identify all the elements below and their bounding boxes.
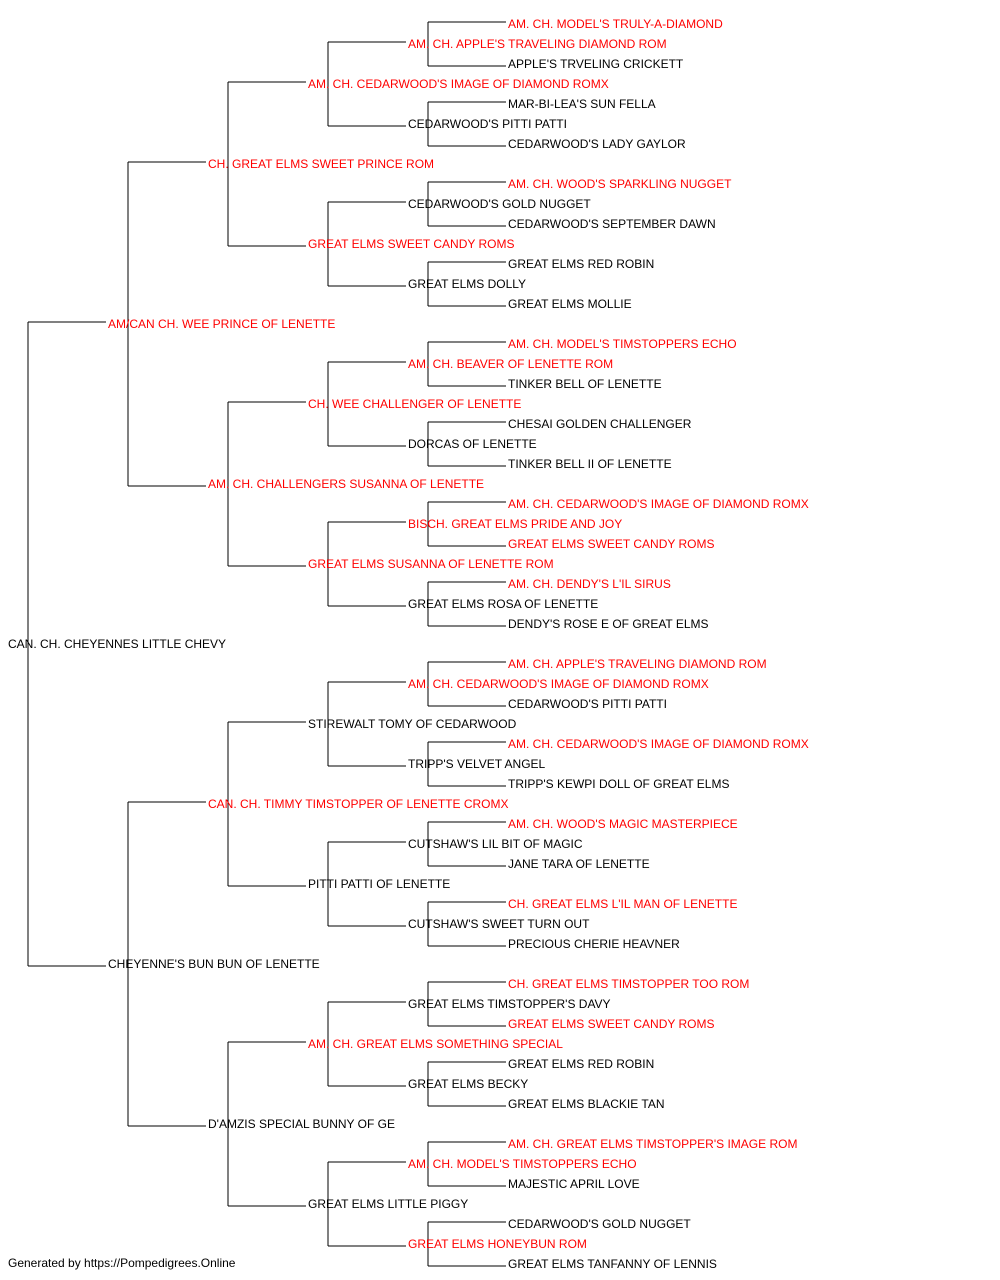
pedigree-entry: TRIPP'S KEWPI DOLL OF GREAT ELMS [508, 777, 729, 791]
pedigree-entry: PRECIOUS CHERIE HEAVNER [508, 937, 680, 951]
pedigree-entry: JANE TARA OF LENETTE [508, 857, 650, 871]
pedigree-entry: TINKER BELL OF LENETTE [508, 377, 662, 391]
pedigree-entry: AM. CH. CHALLENGERS SUSANNA OF LENETTE [208, 477, 484, 491]
pedigree-entry: GREAT ELMS TANFANNY OF LENNIS [508, 1257, 717, 1271]
pedigree-entry: MAJESTIC APRIL LOVE [508, 1177, 640, 1191]
pedigree-entry: GREAT ELMS BLACKIE TAN [508, 1097, 665, 1111]
pedigree-entry: GREAT ELMS DOLLY [408, 277, 526, 291]
pedigree-entry: TINKER BELL II OF LENETTE [508, 457, 672, 471]
pedigree-entry: CEDARWOOD'S PITTI PATTI [508, 697, 667, 711]
pedigree-entry: PITTI PATTI OF LENETTE [308, 877, 450, 891]
pedigree-entry: AM. CH. GREAT ELMS SOMETHING SPECIAL [308, 1037, 563, 1051]
pedigree-entry: GREAT ELMS SUSANNA OF LENETTE ROM [308, 557, 554, 571]
pedigree-entry: AM. CH. MODEL'S TRULY-A-DIAMOND [508, 17, 723, 31]
pedigree-entry: CEDARWOOD'S GOLD NUGGET [508, 1217, 691, 1231]
pedigree-entry: AM. CH. WOOD'S SPARKLING NUGGET [508, 177, 732, 191]
pedigree-entry: GREAT ELMS HONEYBUN ROM [408, 1237, 587, 1251]
pedigree-entry: GREAT ELMS RED ROBIN [508, 257, 654, 271]
pedigree-entry: GREAT ELMS MOLLIE [508, 297, 632, 311]
pedigree-entry: DENDY'S ROSE E OF GREAT ELMS [508, 617, 709, 631]
pedigree-entry: GREAT ELMS SWEET CANDY ROMS [308, 237, 514, 251]
pedigree-entry: GREAT ELMS ROSA OF LENETTE [408, 597, 598, 611]
pedigree-entry: CAN. CH. TIMMY TIMSTOPPER OF LENETTE CRO… [208, 797, 508, 811]
pedigree-entry: D'AMZIS SPECIAL BUNNY OF GE [208, 1117, 395, 1131]
pedigree-entry: AM. CH. GREAT ELMS TIMSTOPPER'S IMAGE RO… [508, 1137, 797, 1151]
generated-by-footer: Generated by https://Pompedigrees.Online [8, 1256, 236, 1270]
pedigree-entry: AM/CAN CH. WEE PRINCE OF LENETTE [108, 317, 335, 331]
pedigree-entry: AM. CH. DENDY'S L'IL SIRUS [508, 577, 671, 591]
pedigree-entry: AM. CH. CEDARWOOD'S IMAGE OF DIAMOND ROM… [508, 737, 809, 751]
pedigree-entry: CH. GREAT ELMS SWEET PRINCE ROM [208, 157, 434, 171]
pedigree-entry: CAN. CH. CHEYENNES LITTLE CHEVY [8, 637, 226, 651]
pedigree-entry: CH. WEE CHALLENGER OF LENETTE [308, 397, 521, 411]
pedigree-entry: TRIPP'S VELVET ANGEL [408, 757, 546, 771]
pedigree-entry: CH. GREAT ELMS L'IL MAN OF LENETTE [508, 897, 737, 911]
pedigree-entry: GREAT ELMS SWEET CANDY ROMS [508, 537, 714, 551]
pedigree-entry: STIREWALT TOMY OF CEDARWOOD [308, 717, 517, 731]
pedigree-entry: AM. CH. CEDARWOOD'S IMAGE OF DIAMOND ROM… [308, 77, 609, 91]
pedigree-entry: GREAT ELMS TIMSTOPPER'S DAVY [408, 997, 611, 1011]
pedigree-entry: MAR-BI-LEA'S SUN FELLA [508, 97, 656, 111]
pedigree-entry: AM. CH. WOOD'S MAGIC MASTERPIECE [508, 817, 738, 831]
pedigree-entry: CUTSHAW'S LIL BIT OF MAGIC [408, 837, 583, 851]
pedigree-entry: CEDARWOOD'S LADY GAYLOR [508, 137, 686, 151]
pedigree-entry: CHEYENNE'S BUN BUN OF LENETTE [108, 957, 320, 971]
pedigree-entry: BISCH. GREAT ELMS PRIDE AND JOY [408, 517, 622, 531]
pedigree-entry: AM. CH. APPLE'S TRAVELING DIAMOND ROM [508, 657, 767, 671]
pedigree-entry: GREAT ELMS LITTLE PIGGY [308, 1197, 468, 1211]
pedigree-entry: CEDARWOOD'S PITTI PATTI [408, 117, 567, 131]
pedigree-entry: AM. CH. CEDARWOOD'S IMAGE OF DIAMOND ROM… [508, 497, 809, 511]
pedigree-entry: AM. CH. MODEL'S TIMSTOPPERS ECHO [508, 337, 737, 351]
pedigree-entry: APPLE'S TRVELING CRICKETT [508, 57, 684, 71]
pedigree-entry: AM. CH. CEDARWOOD'S IMAGE OF DIAMOND ROM… [408, 677, 709, 691]
pedigree-entry: AM. CH. APPLE'S TRAVELING DIAMOND ROM [408, 37, 667, 51]
pedigree-entry: CUTSHAW'S SWEET TURN OUT [408, 917, 590, 931]
pedigree-entry: CHESAI GOLDEN CHALLENGER [508, 417, 692, 431]
pedigree-entry: AM. CH. BEAVER OF LENETTE ROM [408, 357, 613, 371]
pedigree-entry: DORCAS OF LENETTE [408, 437, 537, 451]
pedigree-entry: GREAT ELMS BECKY [408, 1077, 528, 1091]
pedigree-entry: CH. GREAT ELMS TIMSTOPPER TOO ROM [508, 977, 749, 991]
pedigree-entry: CEDARWOOD'S SEPTEMBER DAWN [508, 217, 716, 231]
pedigree-entry: CEDARWOOD'S GOLD NUGGET [408, 197, 591, 211]
pedigree-entry: GREAT ELMS RED ROBIN [508, 1057, 654, 1071]
pedigree-entry: AM. CH. MODEL'S TIMSTOPPERS ECHO [408, 1157, 637, 1171]
pedigree-entry: GREAT ELMS SWEET CANDY ROMS [508, 1017, 714, 1031]
